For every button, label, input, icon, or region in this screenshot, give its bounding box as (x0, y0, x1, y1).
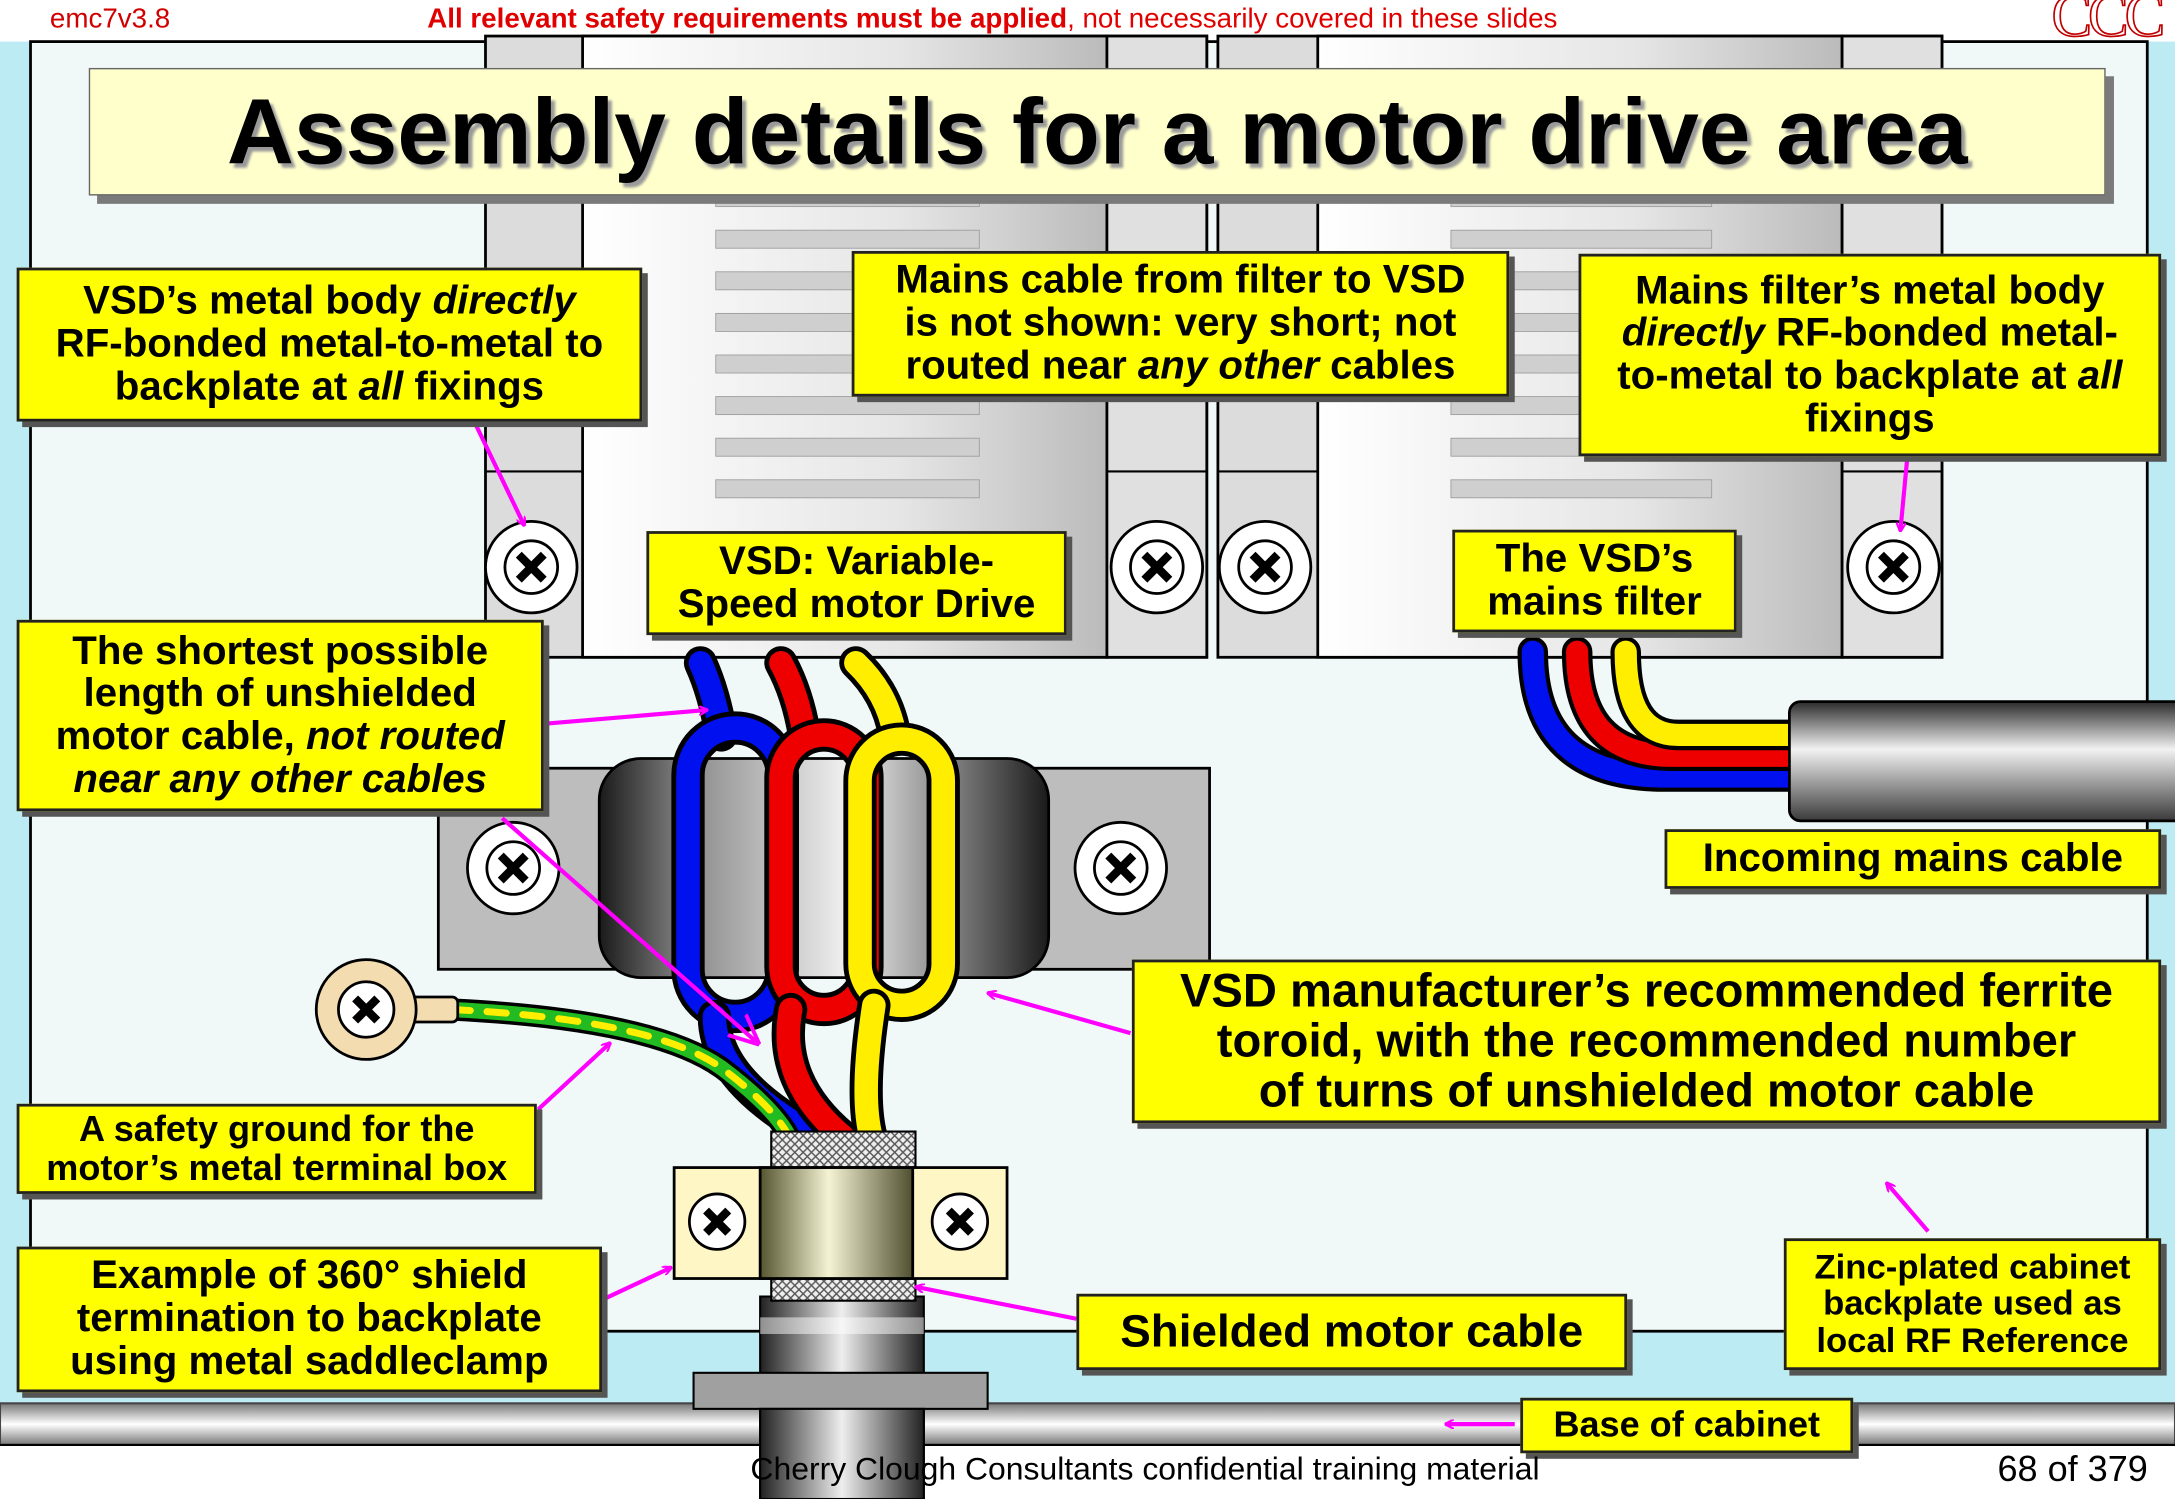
screw-icon (466, 820, 561, 916)
screw-icon (337, 980, 396, 1039)
page-number: 68 of 379 (1997, 1447, 2148, 1490)
screw-icon (1073, 820, 1168, 916)
callout-mains-cable: Mains cable from filter to VSD is not sh… (851, 250, 1510, 397)
safety-ground-wire (439, 998, 802, 1151)
arrow-icon (1886, 1183, 1930, 1233)
callout-vsd-label: VSD: Variable- Speed motor Drive (646, 531, 1067, 636)
screw-icon (1109, 520, 1205, 615)
arrow-icon (469, 415, 527, 526)
safety-notice-rest: , not necessarily covered in these slide… (1067, 4, 1558, 35)
version-label: emc7v3.8 (49, 4, 171, 35)
callout-filter-body: Mains filter’s metal body directly RF-bo… (1578, 253, 2162, 457)
arrow-icon (1900, 457, 1910, 531)
arrow-icon (500, 816, 757, 1043)
screw-icon (688, 1192, 747, 1251)
arrow-icon (536, 1043, 610, 1111)
callout-safety-ground: A safety ground for the motor’s metal te… (16, 1103, 537, 1194)
callout-zinc-backplate: Zinc-plated cabinet backplate used as lo… (1783, 1238, 2162, 1371)
arrow-icon (915, 1287, 1077, 1321)
incoming-mains-cable (1788, 700, 2175, 823)
safety-notice-bold: All relevant safety requirements must be… (427, 4, 1068, 35)
safety-notice: All relevant safety requirements must be… (427, 4, 1557, 36)
fixing-screws (337, 520, 1941, 1251)
screw-icon (484, 520, 579, 615)
title-banner: Assembly details for a motor drive area (88, 67, 2106, 196)
mains-wires (1517, 636, 1819, 792)
callout-arrows (469, 415, 1930, 1424)
callout-filter-label: The VSD’s mains filter (1452, 529, 1737, 633)
company-logo: CCC (2051, 0, 2166, 51)
ferrite-toroid (597, 757, 1051, 979)
callout-base: Base of cabinet (1520, 1397, 1854, 1454)
screw-icon (1217, 520, 1313, 615)
arrow-icon (605, 1265, 671, 1300)
footer-text: Cherry Clough Consultants confidential t… (750, 1450, 1540, 1487)
callout-incoming-mains: Incoming mains cable (1664, 829, 2162, 889)
callout-shielded-cable: Shielded motor cable (1076, 1293, 1628, 1371)
arrow-icon (543, 710, 708, 726)
callout-shield-termination: Example of 360° shield termination to ba… (16, 1246, 603, 1393)
screw-icon (930, 1192, 990, 1251)
callout-vsd-body: VSD’s metal body directly RF-bonded meta… (16, 267, 643, 422)
callout-ferrite: VSD manufacturer’s recommended ferrite t… (1131, 959, 2162, 1124)
screw-icon (1846, 520, 1941, 615)
callout-unshielded: The shortest possible length of unshield… (16, 619, 544, 812)
arrow-icon (988, 993, 1132, 1036)
page-title: Assembly details for a motor drive area (226, 79, 1968, 184)
shielded-motor-cable (692, 1130, 989, 1499)
